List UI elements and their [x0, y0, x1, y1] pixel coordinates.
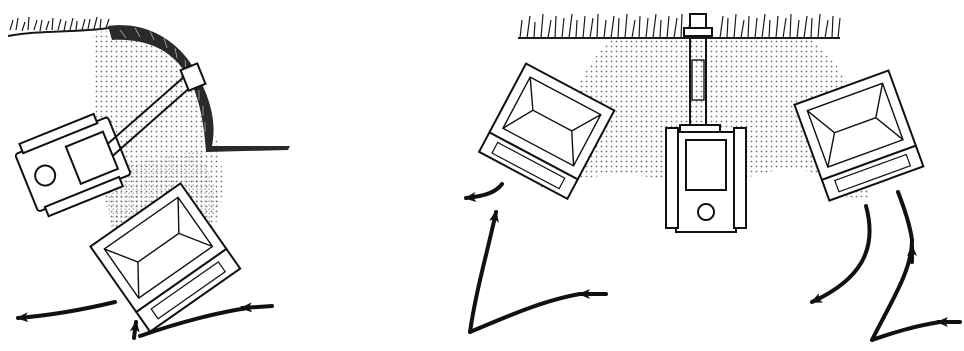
direction-arrow: [466, 184, 502, 198]
right-left-truck-path: [466, 184, 606, 332]
direction-arrow: [470, 212, 496, 332]
right-panel: [466, 14, 960, 340]
direction-arrow: [470, 294, 580, 332]
direction-arrow: [18, 302, 115, 318]
direction-arrow: [242, 306, 272, 308]
direction-arrow: [812, 206, 870, 302]
direction-arrow: [872, 322, 940, 340]
direction-arrow: [134, 322, 136, 338]
right-right-truck-path: [812, 192, 960, 340]
direction-arrow: [872, 240, 912, 340]
left-panel: [8, 17, 290, 338]
right-bank-hatch: [518, 14, 840, 38]
direction-arrow: [898, 192, 912, 240]
